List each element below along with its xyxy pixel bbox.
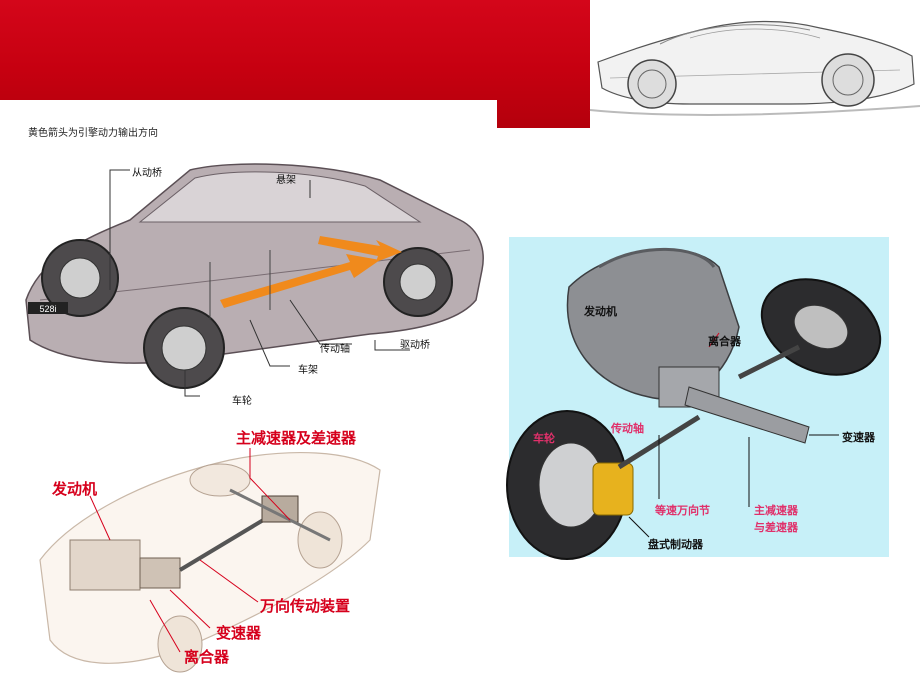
label-clutch-bottom: 离合器 xyxy=(184,648,230,666)
license-plate xyxy=(28,302,68,314)
car-sketch-drawing xyxy=(589,20,920,116)
label-clutch-right: 离合器 xyxy=(708,335,741,348)
power-flow-arrow-rear xyxy=(318,236,402,262)
caption-text: 黄色箭头为引擎动力输出方向 xyxy=(28,128,158,139)
label-gearbox-right: 变速器 xyxy=(842,431,875,444)
car-sketch-image xyxy=(589,0,920,132)
label-drive-shaft-right: 传动轴 xyxy=(611,422,644,435)
label-final-drive-line2: 与差速器 xyxy=(754,521,798,534)
label-engine-right: 发动机 xyxy=(584,305,617,318)
label-drive-shaft: 传动轴 xyxy=(320,344,350,355)
label-frame: 车架 xyxy=(298,365,318,376)
drivetrain-outline-image xyxy=(39,451,381,673)
label-final-drive: 主减速器及差速器 xyxy=(236,429,357,447)
label-cv-joint: 等速万向节 xyxy=(655,504,710,517)
drivetrain-leader-lines xyxy=(89,448,291,653)
label-universal-joint: 万向传动装置 xyxy=(260,597,351,615)
label-suspension: 悬架 xyxy=(276,175,296,186)
drivetrain-illustration-panel xyxy=(506,237,889,560)
label-final-drive-line1: 主减速器 xyxy=(754,504,798,517)
header-white-slab xyxy=(0,100,497,130)
label-gearbox-bottom: 变速器 xyxy=(216,624,262,642)
label-rear-axle: 从动桥 xyxy=(132,168,162,179)
label-drive-axle: 驱动桥 xyxy=(400,340,430,351)
license-plate-text: 528i xyxy=(39,304,56,314)
label-wheel: 车轮 xyxy=(232,396,252,407)
label-disc-brake: 盘式制动器 xyxy=(648,538,703,551)
top-left-leader-lines xyxy=(109,169,410,397)
drivetrain-illustration xyxy=(506,247,882,560)
label-wheel-right: 车轮 xyxy=(533,432,555,445)
power-flow-arrow xyxy=(220,254,380,308)
label-engine-bottom: 发动机 xyxy=(52,480,98,498)
cutaway-car-image: 528i xyxy=(25,163,484,389)
